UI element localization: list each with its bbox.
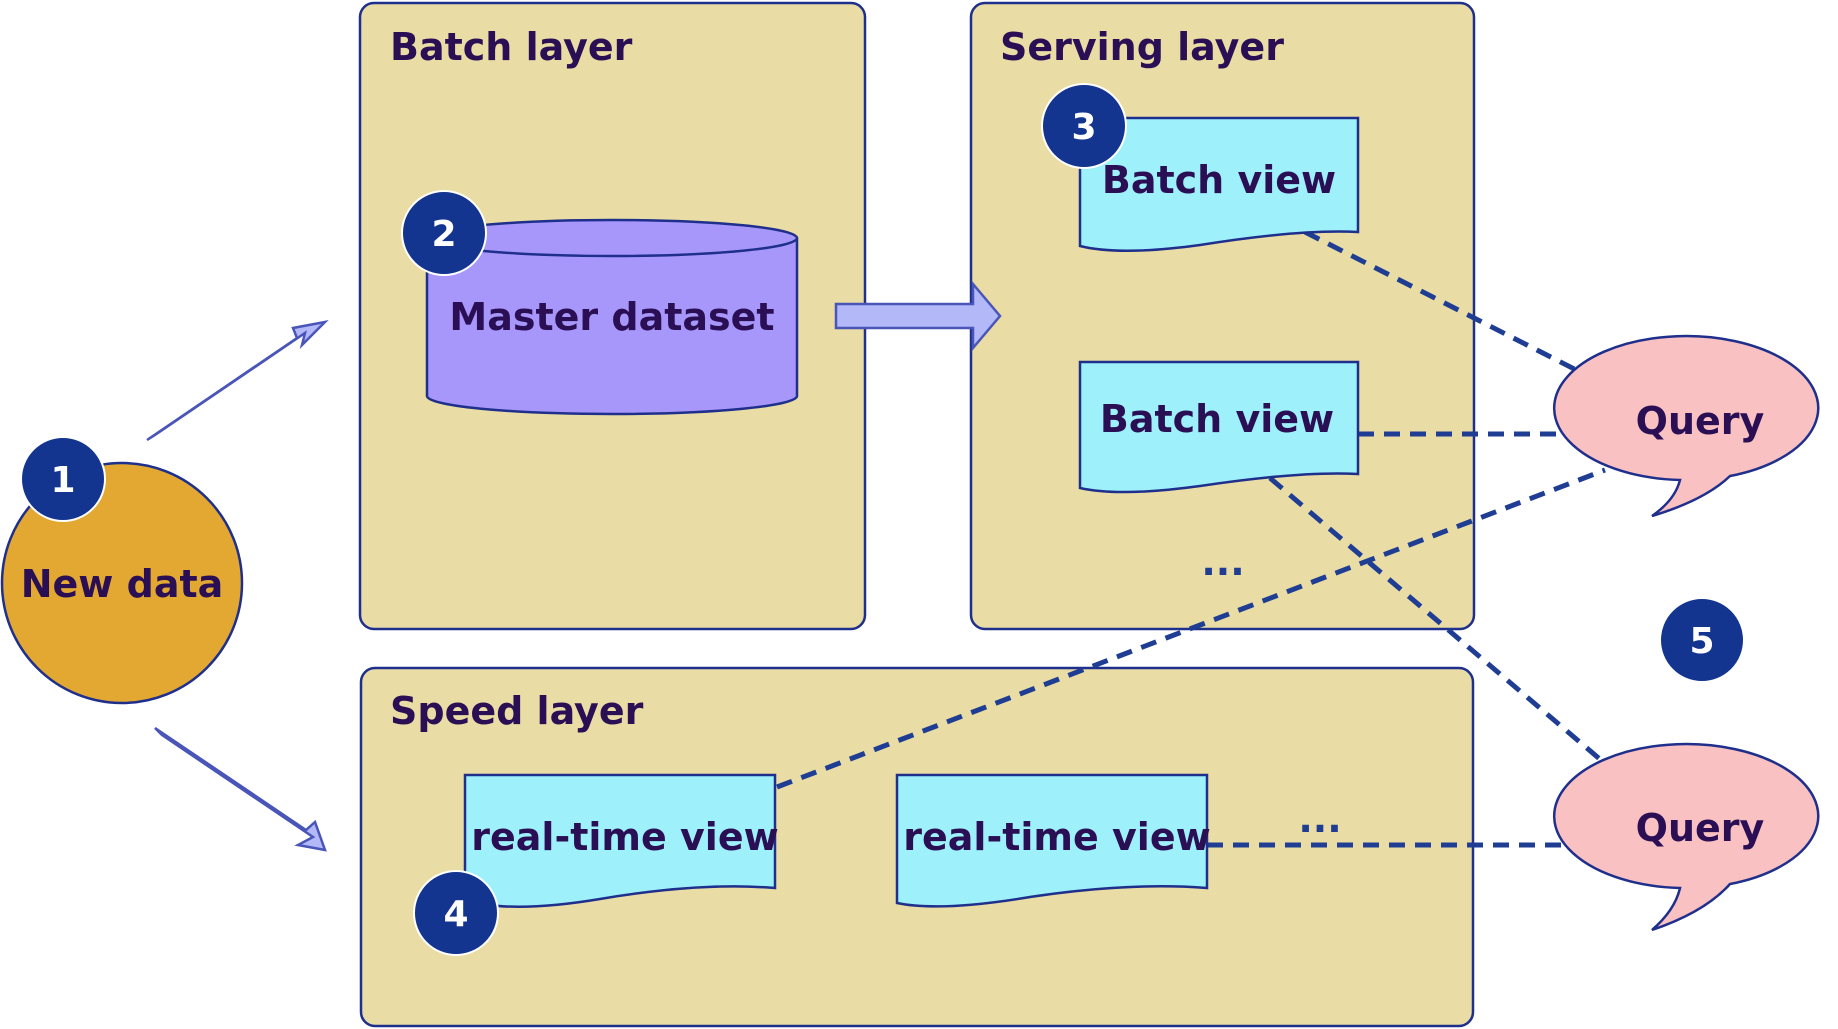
- serving-layer-box: [969, 1, 1476, 631]
- step-badge-5: [1659, 597, 1745, 683]
- step-badge-5-label: 5: [1689, 621, 1714, 662]
- batch-layer-title: Batch layer: [390, 25, 633, 69]
- query-bubble-1: [1552, 334, 1820, 518]
- query-connections: [776, 229, 1624, 848]
- step-badge-4: [413, 870, 499, 956]
- realtime-view-2-label: real-time view: [903, 815, 1210, 859]
- speed-ellipsis: ...: [1298, 797, 1341, 841]
- batch-view-2-label: Batch view: [1100, 397, 1334, 441]
- step-badge-1: [20, 436, 106, 522]
- master-dataset-cylinder: [425, 218, 799, 416]
- step-badge-2: [401, 190, 487, 276]
- realtime-view-2: [895, 773, 1209, 908]
- master-dataset-label: Master dataset: [449, 295, 774, 339]
- step-badge-1-label: 1: [50, 460, 75, 501]
- step-badge-4-label: 4: [443, 894, 468, 935]
- batch-view-1-label: Batch view: [1102, 158, 1336, 202]
- realtime-view-1-label: real-time view: [471, 815, 778, 859]
- serving-ellipsis: ...: [1201, 540, 1244, 584]
- connector-realtime1-query1: [776, 467, 1606, 790]
- connector-batchview1-query1: [1303, 229, 1594, 381]
- arrow-batch-to-serving: [834, 280, 1002, 352]
- new-data-label: New data: [21, 562, 224, 606]
- step-badge-3: [1041, 83, 1127, 169]
- arrow-to-batch-layer: [146, 320, 329, 442]
- step-badge-3-label: 3: [1071, 107, 1096, 148]
- new-data-node: [0, 461, 244, 705]
- query-1-label: Query: [1636, 399, 1765, 443]
- batch-view-2: [1078, 360, 1360, 494]
- speed-layer-title: Speed layer: [390, 689, 644, 733]
- query-2-label: Query: [1636, 806, 1765, 850]
- serving-layer-title: Serving layer: [1000, 25, 1284, 69]
- arrow-to-speed-layer: [154, 726, 327, 852]
- batch-view-1: [1078, 116, 1360, 252]
- step-badge-2-label: 2: [431, 214, 456, 255]
- query-bubble-2: [1552, 742, 1820, 932]
